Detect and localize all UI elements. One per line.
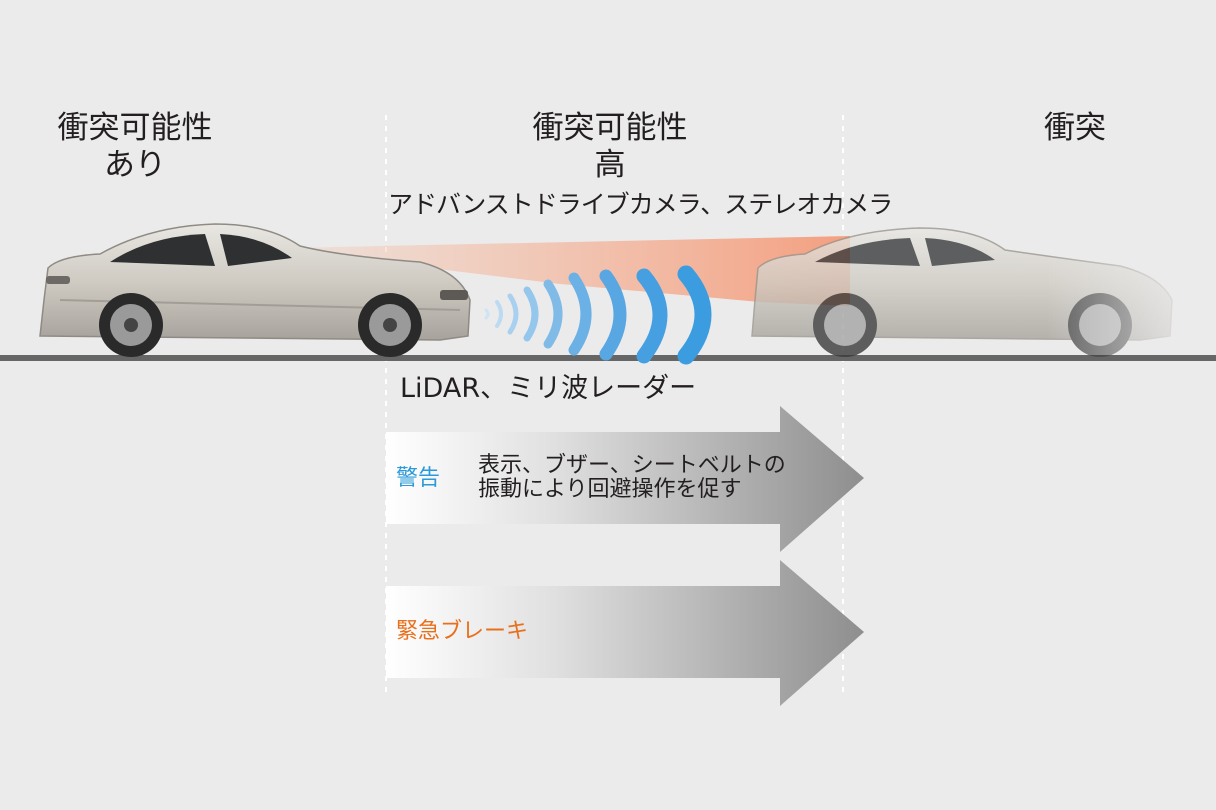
phase-high-line1: 衝突可能性 <box>532 110 688 146</box>
lead-car-icon <box>751 227 1173 357</box>
warning-description-line2: 振動により回避操作を促す <box>478 477 742 503</box>
brake-label: 緊急ブレーキ <box>396 619 529 644</box>
phase-collision: 衝突 <box>1010 110 1140 147</box>
warning-description-line1: 表示、ブザー、シートベルトの <box>478 453 786 478</box>
phase-possible: 衝突可能性 あり <box>10 110 260 184</box>
phase-possible-line1: 衝突可能性 <box>57 110 213 146</box>
car-icon <box>39 223 471 357</box>
camera-sensor-label: アドバンストドライブカメラ、ステレオカメラ <box>388 190 893 219</box>
radar-wave-icon <box>484 265 712 365</box>
phase-high: 衝突可能性 高 <box>470 110 750 184</box>
warning-arrow <box>386 406 864 552</box>
phase-possible-line2: あり <box>104 147 166 184</box>
phase-high-line2: 高 <box>594 147 626 184</box>
radar-sensor-label: LiDAR、ミリ波レーダー <box>400 373 697 404</box>
camera-beam-icon <box>290 236 850 306</box>
warning-label: 警告 <box>396 466 441 491</box>
warning-description: 表示、ブザー、シートベルトの 振動により回避操作を促す <box>478 453 818 503</box>
brake-arrow <box>386 560 864 706</box>
phase-collision-line1: 衝突 <box>1044 110 1106 146</box>
